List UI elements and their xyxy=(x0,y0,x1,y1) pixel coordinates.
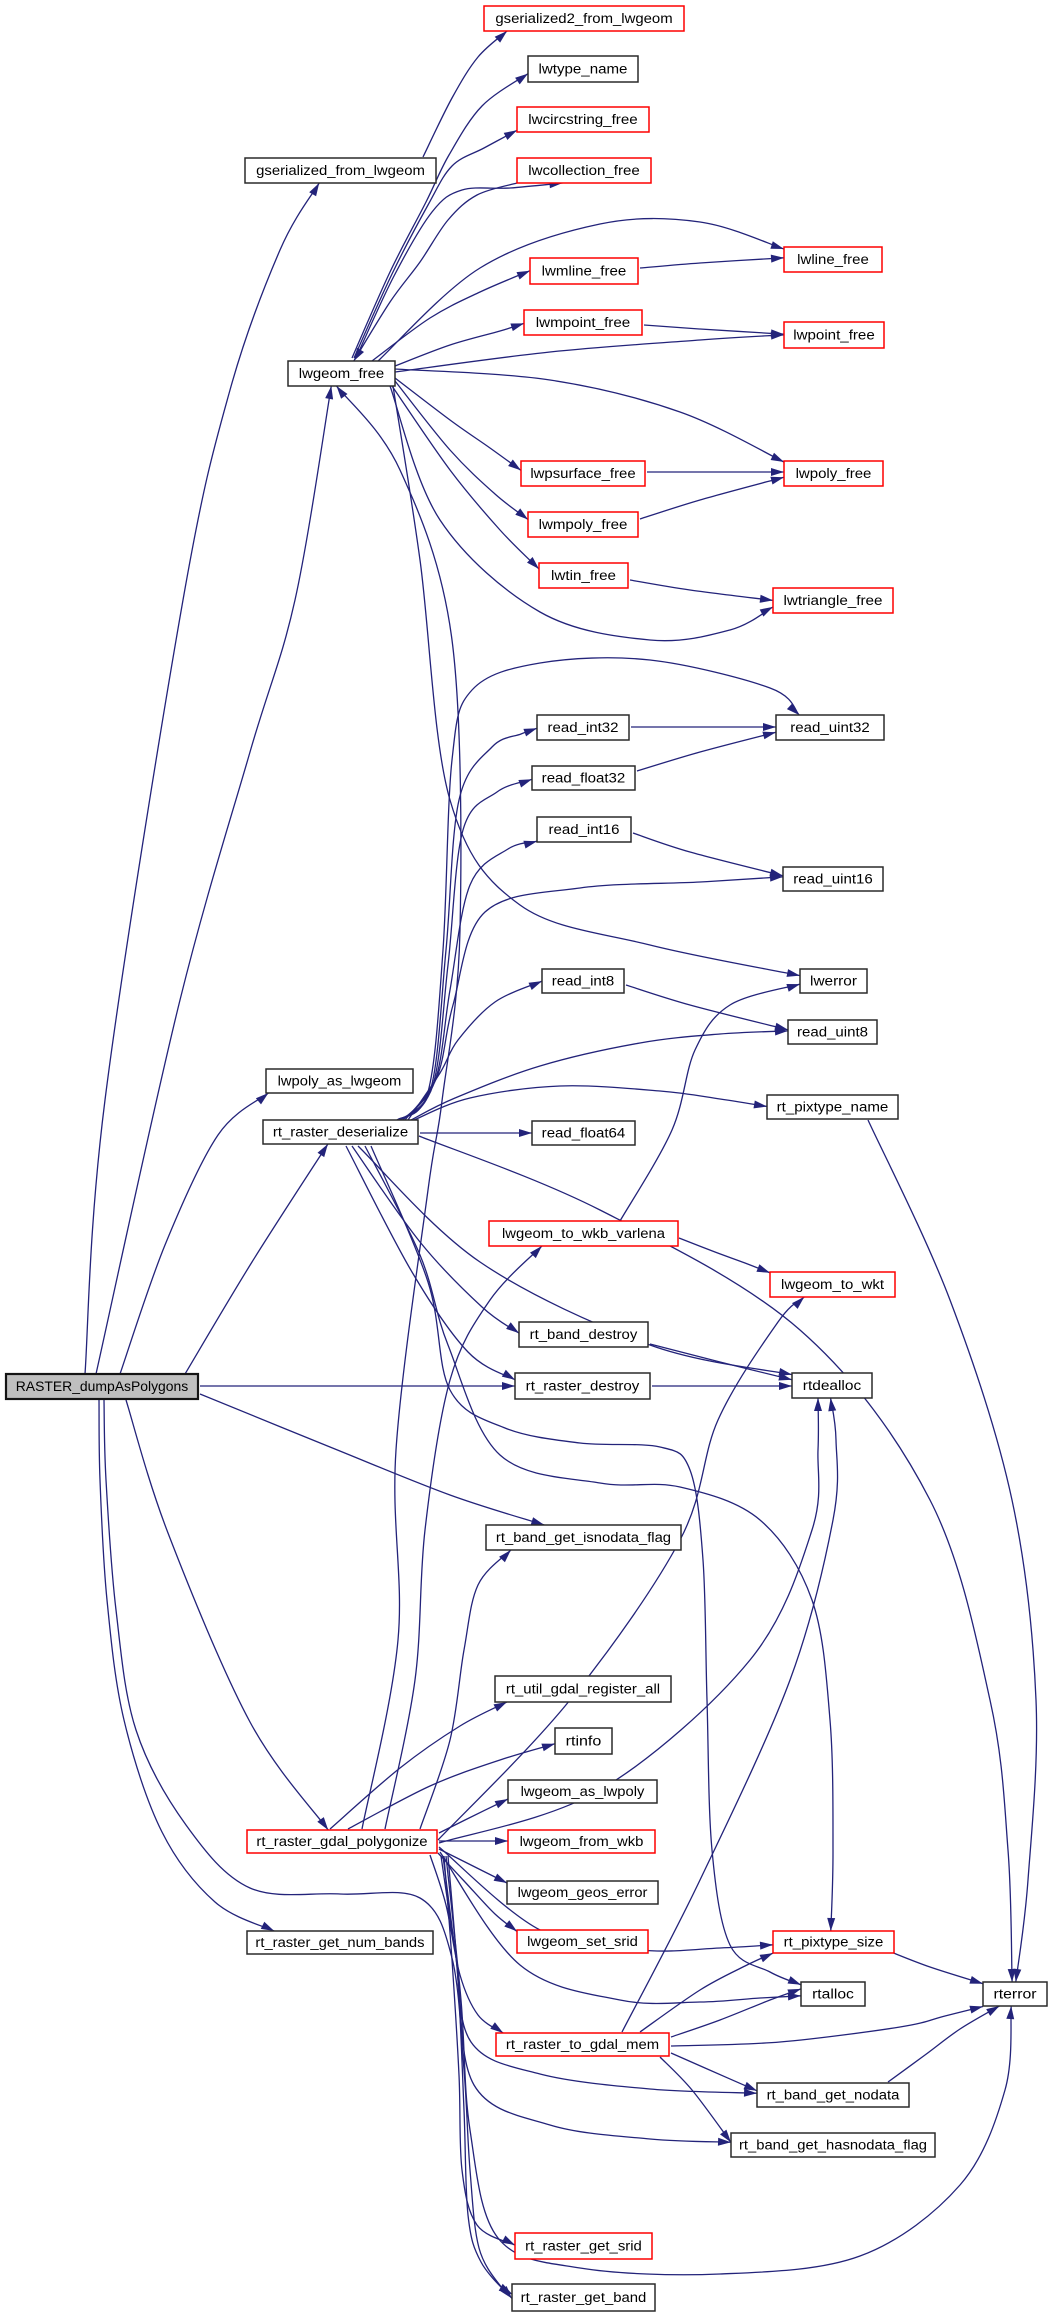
svg-text:rt_raster_get_num_bands: rt_raster_get_num_bands xyxy=(255,1935,424,1950)
svg-text:lwpoint_free: lwpoint_free xyxy=(793,328,875,343)
svg-text:lwerror: lwerror xyxy=(810,974,858,989)
svg-text:lwgeom_geos_error: lwgeom_geos_error xyxy=(518,1885,648,1900)
svg-text:lwgeom_free: lwgeom_free xyxy=(299,366,384,381)
svg-text:lwmline_free: lwmline_free xyxy=(542,264,627,279)
svg-text:rtalloc: rtalloc xyxy=(812,1987,854,2002)
svg-text:read_uint16: read_uint16 xyxy=(793,872,873,887)
svg-text:RASTER_dumpAsPolygons: RASTER_dumpAsPolygons xyxy=(16,1379,189,1394)
svg-text:lwline_free: lwline_free xyxy=(797,252,869,267)
svg-text:lwtin_free: lwtin_free xyxy=(551,568,616,583)
svg-text:rt_raster_get_srid: rt_raster_get_srid xyxy=(525,2239,642,2254)
svg-text:rt_pixtype_name: rt_pixtype_name xyxy=(777,1100,889,1115)
svg-text:rt_raster_gdal_polygonize: rt_raster_gdal_polygonize xyxy=(256,1834,427,1849)
svg-text:lwtriangle_free: lwtriangle_free xyxy=(784,593,883,608)
svg-text:lwtype_name: lwtype_name xyxy=(539,62,628,77)
svg-text:rt_raster_get_band: rt_raster_get_band xyxy=(521,2290,647,2305)
svg-text:gserialized2_from_lwgeom: gserialized2_from_lwgeom xyxy=(495,11,672,26)
svg-text:rt_raster_to_gdal_mem: rt_raster_to_gdal_mem xyxy=(506,2037,659,2052)
svg-text:rterror: rterror xyxy=(994,1987,1038,2002)
svg-text:rt_band_get_isnodata_flag: rt_band_get_isnodata_flag xyxy=(496,1530,671,1545)
svg-text:read_uint32: read_uint32 xyxy=(790,720,870,735)
svg-text:lwmpoint_free: lwmpoint_free xyxy=(536,315,631,330)
svg-text:rtdealloc: rtdealloc xyxy=(803,1378,862,1393)
svg-text:rt_util_gdal_register_all: rt_util_gdal_register_all xyxy=(506,1682,660,1697)
svg-text:read_int8: read_int8 xyxy=(552,974,615,989)
svg-text:lwgeom_to_wkt: lwgeom_to_wkt xyxy=(781,1277,884,1292)
svg-text:read_int32: read_int32 xyxy=(548,720,619,735)
svg-text:lwpoly_free: lwpoly_free xyxy=(796,466,872,481)
svg-text:lwcircstring_free: lwcircstring_free xyxy=(528,112,637,127)
svg-text:read_float32: read_float32 xyxy=(542,771,626,786)
svg-text:read_int16: read_int16 xyxy=(549,822,620,837)
svg-text:rt_raster_destroy: rt_raster_destroy xyxy=(526,1379,640,1394)
svg-text:read_float64: read_float64 xyxy=(542,1126,626,1141)
svg-text:rt_band_destroy: rt_band_destroy xyxy=(530,1327,638,1342)
svg-text:lwmpoly_free: lwmpoly_free xyxy=(539,517,628,532)
svg-text:rt_pixtype_size: rt_pixtype_size xyxy=(784,1935,884,1950)
svg-text:rt_raster_deserialize: rt_raster_deserialize xyxy=(273,1125,408,1140)
svg-text:rtinfo: rtinfo xyxy=(566,1734,602,1749)
svg-text:read_uint8: read_uint8 xyxy=(797,1025,868,1040)
svg-text:rt_band_get_hasnodata_flag: rt_band_get_hasnodata_flag xyxy=(739,2138,927,2153)
svg-text:lwpoly_as_lwgeom: lwpoly_as_lwgeom xyxy=(278,1074,402,1089)
svg-text:lwgeom_to_wkb_varlena: lwgeom_to_wkb_varlena xyxy=(502,1226,666,1241)
svg-text:gserialized_from_lwgeom: gserialized_from_lwgeom xyxy=(256,163,425,178)
svg-text:lwgeom_as_lwpoly: lwgeom_as_lwpoly xyxy=(521,1784,645,1799)
svg-text:rt_band_get_nodata: rt_band_get_nodata xyxy=(767,2088,900,2103)
svg-text:lwpsurface_free: lwpsurface_free xyxy=(530,466,635,481)
svg-text:lwgeom_set_srid: lwgeom_set_srid xyxy=(527,1934,638,1949)
svg-text:lwgeom_from_wkb: lwgeom_from_wkb xyxy=(520,1834,644,1849)
svg-text:lwcollection_free: lwcollection_free xyxy=(528,163,640,178)
